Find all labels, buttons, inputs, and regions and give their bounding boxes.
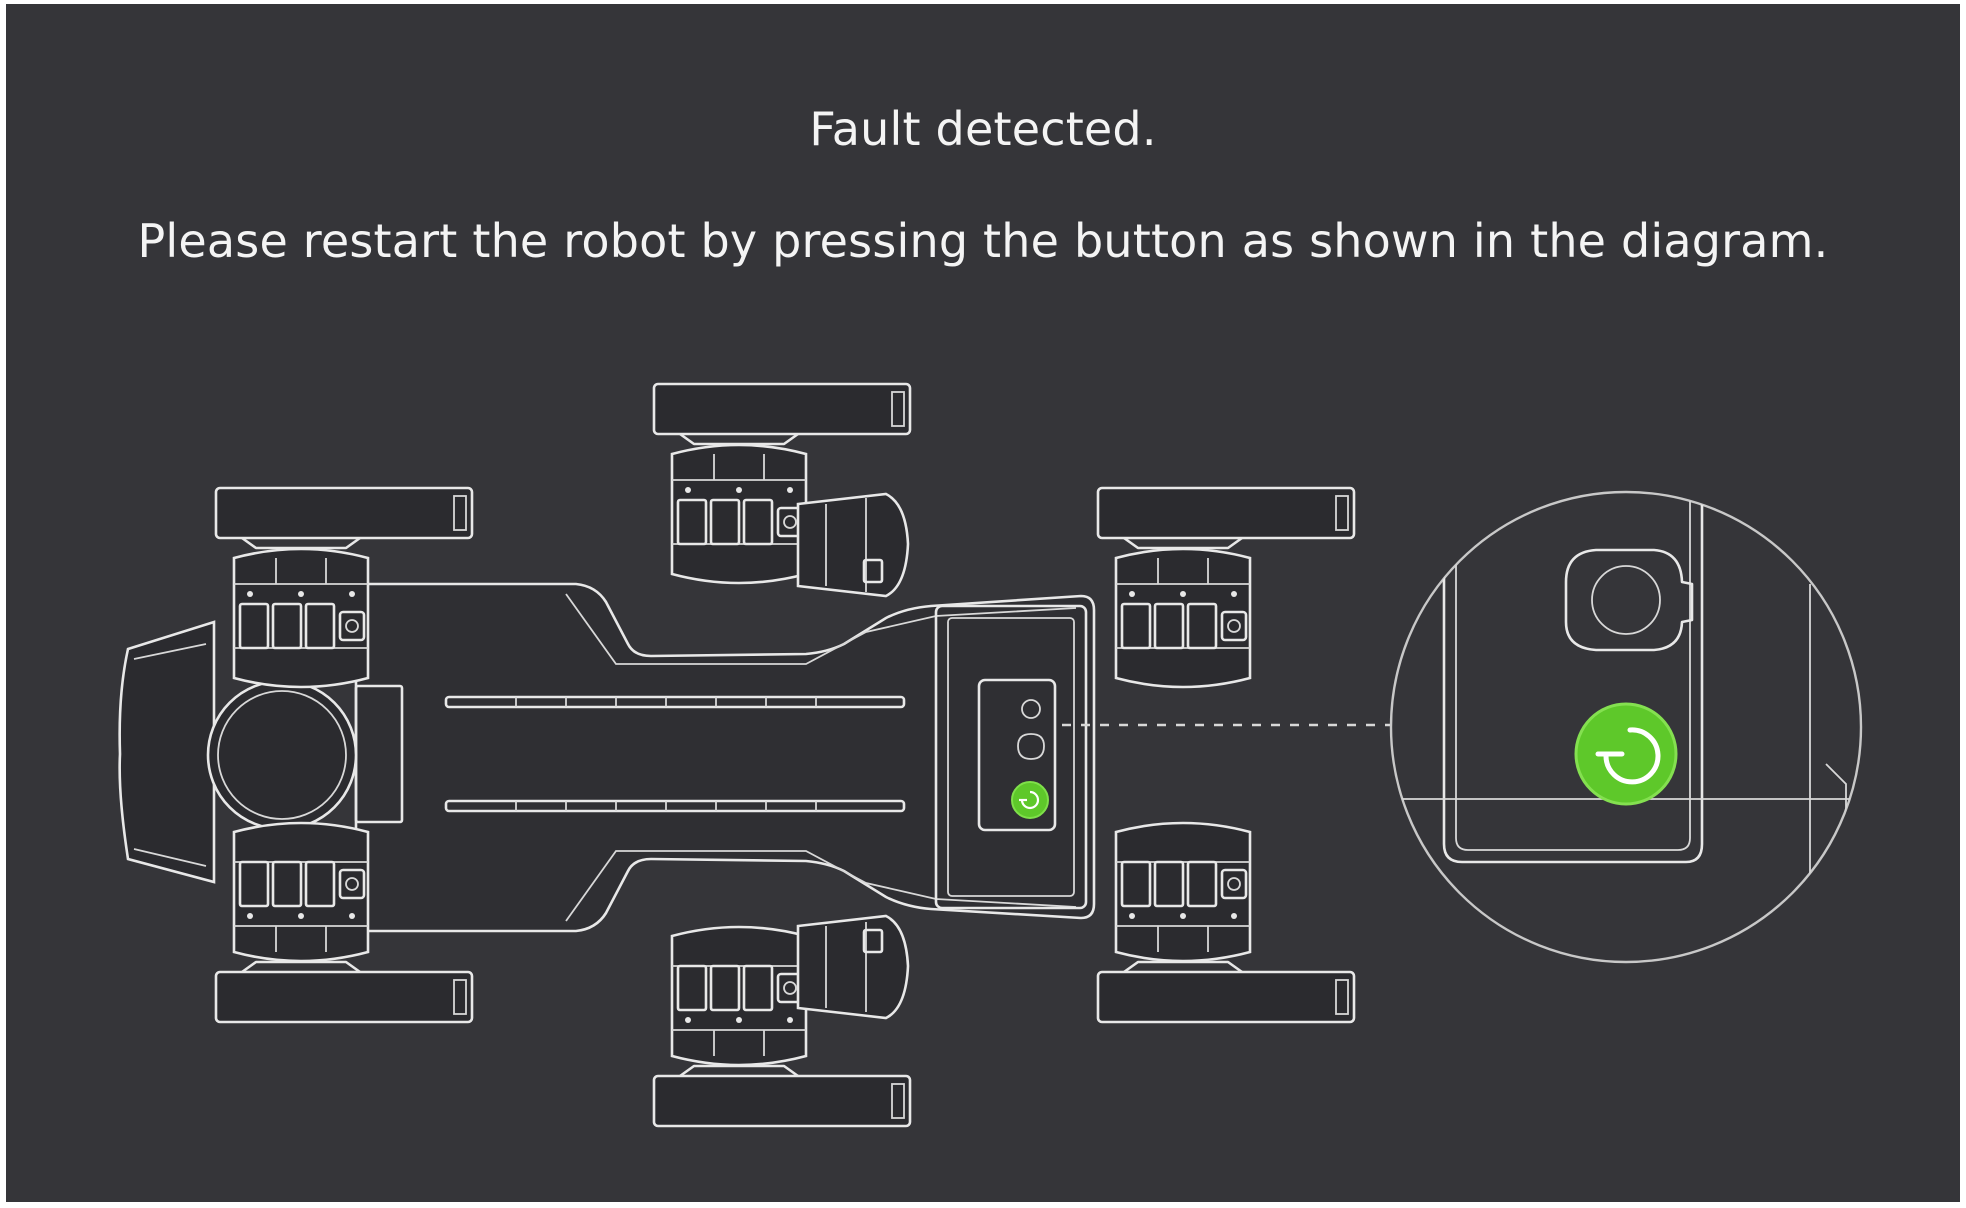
zoom-callout bbox=[1389, 490, 1863, 964]
power-panel bbox=[977, 678, 1057, 832]
fault-title: Fault detected. bbox=[809, 102, 1157, 156]
fault-instructions: Please restart the robot by pressing the… bbox=[137, 214, 1829, 268]
robot-restart-diagram bbox=[118, 382, 1863, 1128]
middle-leg-motors bbox=[796, 492, 910, 1020]
leg-rear-left bbox=[1096, 486, 1356, 689]
leg-rear-right bbox=[1096, 821, 1356, 1024]
fault-dialog: Fault detected. Please restart the robot… bbox=[6, 4, 1960, 1202]
power-icon bbox=[1603, 727, 1661, 785]
power-button-highlight bbox=[1574, 702, 1678, 806]
